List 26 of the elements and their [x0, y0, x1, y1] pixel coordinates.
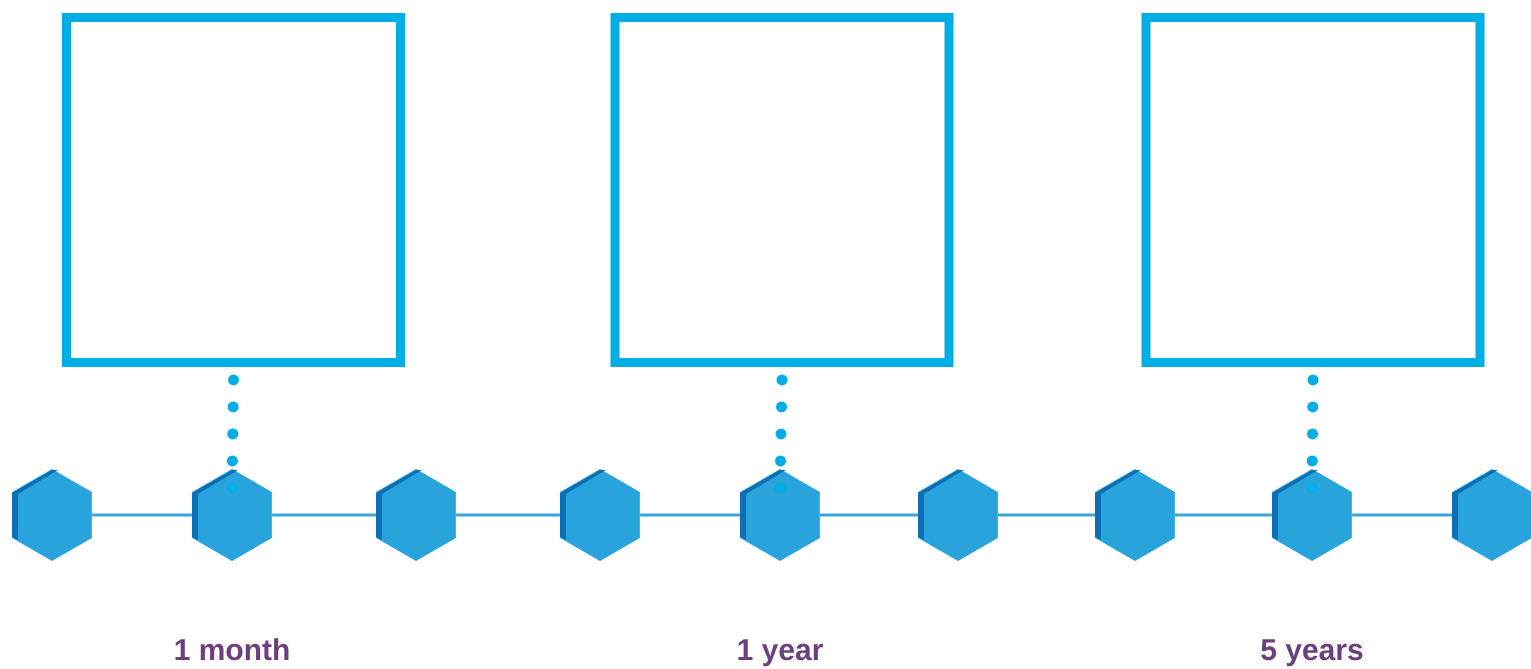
hexagon	[918, 469, 998, 561]
connector-line	[92, 513, 192, 517]
hexagon	[376, 469, 456, 561]
hexagon	[1452, 469, 1531, 561]
dotted-connector	[1306, 374, 1319, 496]
connector-line	[640, 513, 740, 517]
hexagon	[12, 469, 92, 561]
hexagon	[192, 469, 272, 561]
hexagon	[560, 469, 640, 561]
hexagon	[1272, 469, 1352, 561]
dotted-connector	[226, 374, 239, 496]
connector-line	[1175, 513, 1272, 517]
hexagon	[1095, 469, 1175, 561]
connector-line	[272, 513, 376, 517]
time-label: 1 month	[175, 638, 289, 661]
connector-line	[820, 513, 918, 517]
connector-line	[1352, 513, 1452, 517]
hexagon	[740, 469, 820, 561]
empty-box	[62, 13, 405, 367]
empty-box	[1141, 13, 1485, 367]
connector-line	[998, 513, 1095, 517]
time-label: 5 years	[1261, 639, 1363, 667]
time-label: 1 year	[738, 639, 823, 667]
dotted-connector	[774, 374, 788, 496]
connector-line	[456, 513, 560, 517]
empty-box	[610, 13, 954, 367]
